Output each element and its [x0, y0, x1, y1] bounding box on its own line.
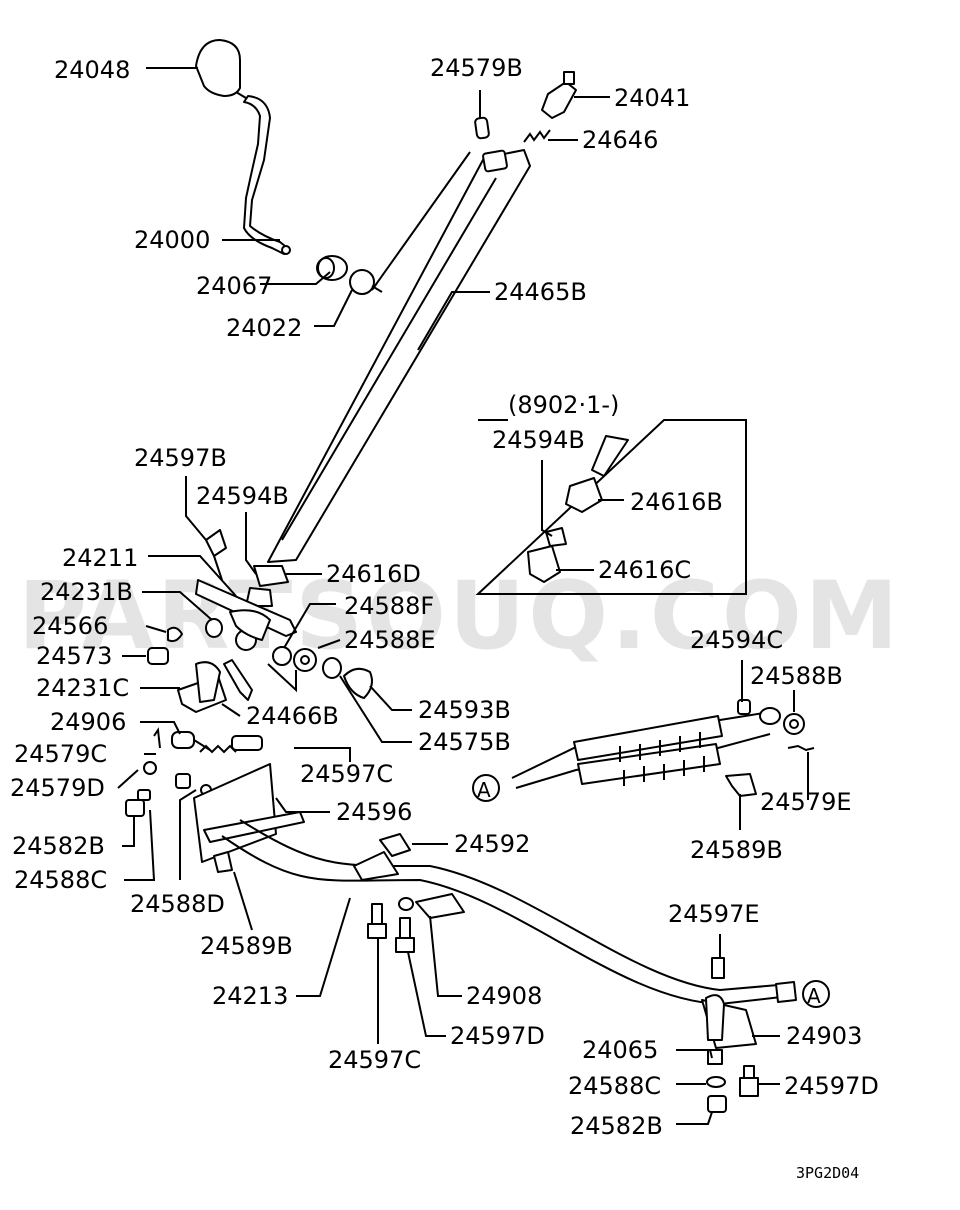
callout-a-left: A: [477, 778, 491, 802]
part-label[interactable]: 24597E: [668, 900, 760, 928]
part-label[interactable]: 24466B: [246, 702, 339, 730]
part-label[interactable]: 24000: [134, 226, 210, 254]
part-label[interactable]: 24575B: [418, 728, 511, 756]
part-label[interactable]: 24597D: [784, 1072, 879, 1100]
part-label[interactable]: 24588C: [14, 866, 107, 894]
part-label[interactable]: 24597B: [134, 444, 227, 472]
part-label[interactable]: 24597C: [300, 760, 393, 788]
part-label[interactable]: 24588F: [344, 592, 434, 620]
part-label[interactable]: 24579C: [14, 740, 107, 768]
part-label[interactable]: 24573: [36, 642, 112, 670]
callout-markers: A A: [472, 774, 830, 1008]
part-labels: 24048 24579B 24041 24646 24000 24067 240…: [10, 54, 879, 1140]
callout-a-right: A: [807, 984, 821, 1008]
part-label[interactable]: 24588D: [130, 890, 225, 918]
part-label[interactable]: 24588C: [568, 1072, 661, 1100]
part-label[interactable]: 24048: [54, 56, 130, 84]
part-label[interactable]: 24588B: [750, 662, 843, 690]
part-label[interactable]: 24041: [614, 84, 690, 112]
part-label[interactable]: 24616D: [326, 560, 421, 588]
part-label[interactable]: 24906: [50, 708, 126, 736]
part-label[interactable]: 24597D: [450, 1022, 545, 1050]
part-label[interactable]: 24579B: [430, 54, 523, 82]
part-label[interactable]: 24589B: [200, 932, 293, 960]
part-label[interactable]: 24616B: [630, 488, 723, 516]
part-label[interactable]: 24594C: [690, 626, 783, 654]
part-label[interactable]: 24593B: [418, 696, 511, 724]
part-label[interactable]: 24213: [212, 982, 288, 1010]
parts-drawing: [125, 39, 815, 1113]
part-label[interactable]: 24211: [62, 544, 138, 572]
part-label[interactable]: 24903: [786, 1022, 862, 1050]
part-label[interactable]: 24908: [466, 982, 542, 1010]
part-label[interactable]: 24646: [582, 126, 658, 154]
part-label[interactable]: 24579E: [760, 788, 852, 816]
part-label[interactable]: 24596: [336, 798, 412, 826]
part-label[interactable]: 24597C: [328, 1046, 421, 1074]
inset-panel: (8902·1-): [475, 391, 747, 595]
inset-caption: (8902·1-): [508, 391, 619, 419]
part-label[interactable]: 24592: [454, 830, 530, 858]
part-label[interactable]: 24588E: [344, 626, 436, 654]
part-label[interactable]: 24589B: [690, 836, 783, 864]
part-label[interactable]: 24067: [196, 272, 272, 300]
part-label[interactable]: 24594B: [196, 482, 289, 510]
part-label[interactable]: 24582B: [12, 832, 105, 860]
part-label[interactable]: 24566: [32, 612, 108, 640]
part-label[interactable]: 24594B: [492, 426, 585, 454]
part-label[interactable]: 24582B: [570, 1112, 663, 1140]
diagram-code: 3PG2D04: [796, 1164, 859, 1182]
leader-lines: [117, 67, 809, 1125]
part-label[interactable]: 24231B: [40, 578, 133, 606]
part-label[interactable]: 24616C: [598, 556, 691, 584]
part-label[interactable]: 24579D: [10, 774, 105, 802]
part-label[interactable]: 24465B: [494, 278, 587, 306]
part-label[interactable]: 24231C: [36, 674, 129, 702]
part-label[interactable]: 24065: [582, 1036, 658, 1064]
part-label[interactable]: 24022: [226, 314, 302, 342]
